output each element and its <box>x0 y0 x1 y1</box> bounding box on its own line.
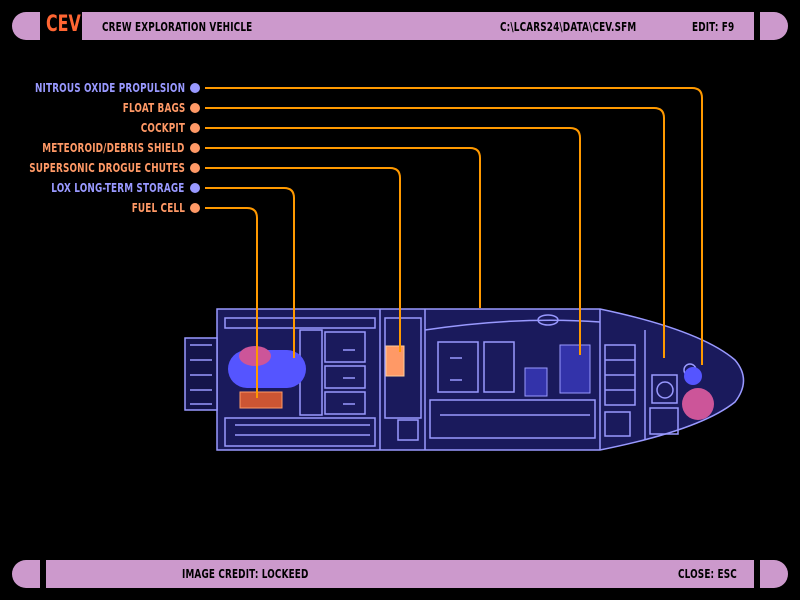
float-bag-pack <box>682 388 714 420</box>
app-logo: CEV <box>46 12 81 37</box>
header-left-cap <box>12 12 40 40</box>
image-credit: IMAGE CREDIT: LOCKEED <box>182 567 309 581</box>
fuel-cell-block <box>239 391 283 409</box>
callout-dot-nitrous[interactable] <box>190 83 200 93</box>
close-button[interactable]: CLOSE: ESC <box>678 567 737 581</box>
label-lox-long-term-storage[interactable]: LOX LONG-TERM STORAGE <box>51 181 185 195</box>
footer-left-cap <box>12 560 40 588</box>
cockpit-seat <box>559 344 591 394</box>
callout-dot-fuel-cell[interactable] <box>190 203 200 213</box>
lox-tank-cap <box>239 346 271 366</box>
cockpit-seat-2 <box>524 367 548 397</box>
label-fuel-cell[interactable]: FUEL CELL <box>131 201 185 215</box>
header-right-cap <box>760 12 788 40</box>
label-supersonic-drogue-chutes[interactable]: SUPERSONIC DROGUE CHUTES <box>29 161 185 175</box>
callout-dot-cockpit[interactable] <box>190 123 200 133</box>
drogue-chute-pack <box>385 345 405 377</box>
footer-bar <box>46 560 754 588</box>
label-nitrous-oxide-propulsion[interactable]: NITROUS OXIDE PROPULSION <box>34 81 185 95</box>
label-cockpit[interactable]: COCKPIT <box>140 121 185 135</box>
callout-dot-float-bags[interactable] <box>190 103 200 113</box>
callout-dot-drogue[interactable] <box>190 163 200 173</box>
callout-dot-shield[interactable] <box>190 143 200 153</box>
callout-dot-lox[interactable] <box>190 183 200 193</box>
footer-right-cap <box>760 560 788 588</box>
header-bar <box>82 12 754 40</box>
leader-lines <box>205 87 703 398</box>
header-title: CREW EXPLORATION VEHICLE <box>102 20 253 34</box>
edit-button[interactable]: EDIT: F9 <box>692 20 735 34</box>
label-meteoroid-debris-shield[interactable]: METEOROID/DEBRIS SHIELD <box>42 141 185 155</box>
label-float-bags[interactable]: FLOAT BAGS <box>122 101 185 115</box>
file-path: C:\LCARS24\DATA\CEV.SFM <box>500 20 637 34</box>
nitrous-thruster <box>684 367 702 385</box>
vehicle-cutaway <box>184 308 745 451</box>
